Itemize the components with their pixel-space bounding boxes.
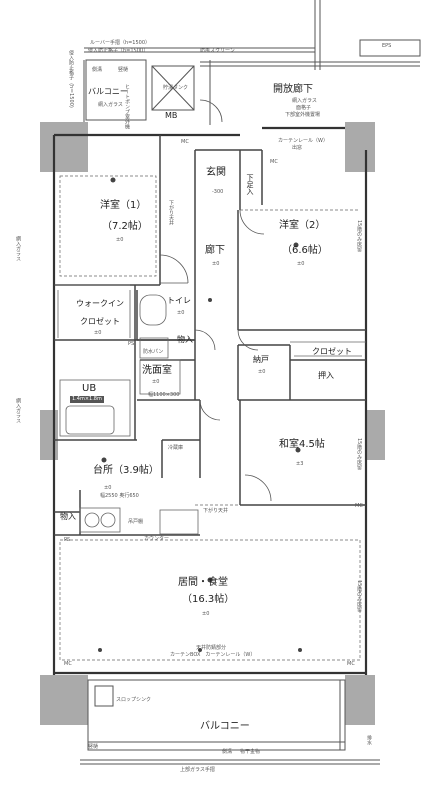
hallway-name: 廊下 — [205, 245, 225, 256]
mc-mark-2: MC — [270, 159, 278, 165]
living-level: ±0 — [202, 611, 210, 617]
bottom-drain-label: 竪樋 — [88, 744, 99, 750]
kitchen-dim: 幅2550 奥行650 — [100, 493, 139, 499]
left-note-3: 網入ガラス — [15, 398, 21, 423]
curtain-box-note: カーテンBOX カーテンレール（W） — [170, 652, 256, 658]
upper-gutter-label: 側溝 — [92, 67, 103, 73]
nando-level: ±0 — [258, 369, 266, 375]
bottom-gutter-label: 側溝 — [222, 749, 233, 755]
floor-level-note-3: 15階のみ床留 — [356, 580, 362, 612]
corridor-bay: 出窓 — [292, 145, 303, 151]
western1-name: 洋室（1） — [100, 200, 147, 211]
western1-size: （7.2帖） — [102, 221, 148, 232]
ps-mark-2: PS — [64, 537, 71, 543]
bottom-drain2-label: 排水 — [366, 735, 372, 745]
corridor-note-ac: 下部室外機置場 — [285, 112, 321, 118]
mb-label: MB — [165, 111, 178, 120]
corridor-note-grill: 面格子 — [296, 105, 312, 111]
ub-size: 1.4m×1.8m — [70, 396, 104, 403]
walkin-name: ウォークイン — [76, 299, 124, 308]
slop-sink-label: スロップシンク — [116, 697, 152, 703]
upper-glass-label: 網入ガラス — [98, 102, 123, 108]
entrance-name: 玄関 — [206, 167, 226, 178]
kitchen-name: 台所（3.9帖） — [93, 465, 159, 476]
grating-rail-label: 侵入防止格子（h=1500） — [88, 48, 149, 54]
counter-label: カウンター — [144, 536, 170, 542]
storage1-label: 物入 — [177, 335, 193, 344]
mc-mark-5: MC — [347, 661, 355, 667]
western2-level: ±0 — [297, 261, 305, 267]
waterproof-label: 防水パン — [143, 349, 164, 355]
floor-level-note-2: 15階のみ床留 — [356, 438, 362, 470]
washroom-dim: 幅1100×300 — [148, 392, 180, 398]
washroom-name: 洗面室 — [142, 365, 172, 376]
downwall-label: 下がり天井 — [203, 508, 229, 514]
left-note-1: 侵入防止格子（h＝1500） — [68, 50, 74, 111]
floor-level-note-1: 15階のみ床留 — [356, 220, 362, 252]
upper-drain-label: 竪樋 — [118, 67, 129, 73]
eps-label: EPS — [382, 43, 392, 49]
walkin-level: ±0 — [94, 330, 102, 336]
nando-name: 納戸 — [253, 355, 269, 364]
toilet-name: トイレ — [167, 296, 191, 305]
left-note-2: 網入ガラス — [15, 236, 21, 261]
japanese-name: 和室4.5帖 — [279, 439, 325, 450]
entrance-level: -300 — [212, 189, 224, 195]
ceiling-note: 天井防錆部分 — [196, 645, 227, 651]
bottom-balcony-label: バルコニー — [200, 721, 250, 732]
ub-name: UB — [82, 383, 97, 394]
mc-mark-1: MC — [181, 139, 189, 145]
washroom-level: ±0 — [152, 379, 160, 385]
mc-mark-3: MC — [355, 503, 363, 509]
corridor-note-glass: 網入ガラス — [292, 98, 317, 104]
corridor-title: 開放廊下 — [273, 84, 313, 95]
upper-balcony-label: バルコニー — [88, 87, 128, 96]
fridge-label: 冷蔵庫 — [168, 445, 184, 451]
kitchen-level: ±0 — [104, 485, 112, 491]
oshiire-label: 押入 — [318, 371, 334, 380]
bottom-hanger-label: 物干金物 — [240, 749, 261, 755]
storage2-label: 物入 — [60, 512, 76, 521]
corridor-curtain: カーテンレール（W） — [278, 138, 328, 144]
living-name: 居間・食堂 — [178, 577, 228, 588]
shoebox-label: 下足入 — [246, 174, 254, 195]
western2-name: 洋室（2） — [279, 220, 326, 231]
japanese-level: ±3 — [296, 461, 304, 467]
screen-label: 防風スクリーン — [200, 48, 235, 54]
shelf-label: 吊戸棚 — [128, 519, 144, 525]
heatpump-label: ヒートポンプ室外機 — [124, 84, 130, 129]
downwall-label-2: 下がり天井 — [168, 200, 174, 225]
mc-mark-4: MC — [64, 661, 72, 667]
toilet-level: ±0 — [177, 310, 185, 316]
living-size: （16.3帖） — [182, 594, 235, 605]
ps-mark-1: PS — [128, 341, 135, 347]
hallway-level: ±0 — [212, 261, 220, 267]
western1-level: ±0 — [116, 237, 124, 243]
tank-label: 貯湯タンク — [163, 85, 189, 91]
louver-label: ルーバー手摺（h=1500） — [90, 40, 151, 46]
bottom-glass-rail: 上部ガラス手摺 — [180, 767, 215, 773]
closet-label: クロゼット — [312, 347, 352, 356]
western2-size: （6.6帖） — [282, 245, 328, 256]
walkin-name2: クロゼット — [80, 317, 120, 326]
